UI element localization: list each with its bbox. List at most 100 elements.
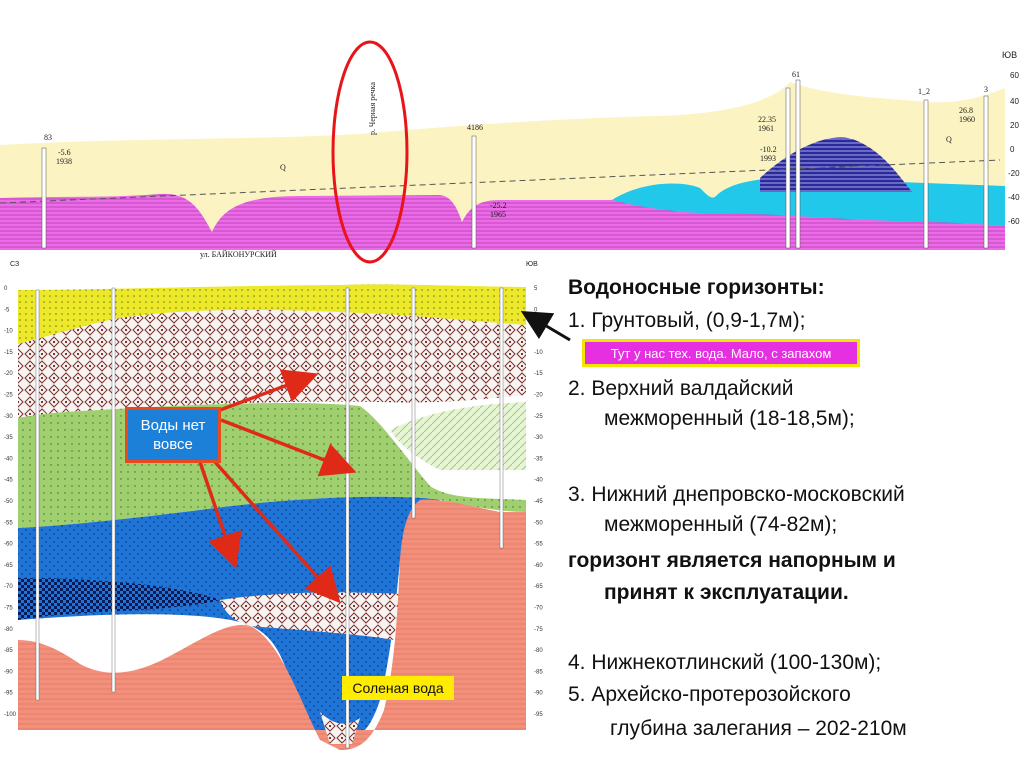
depth-tick: -80 — [4, 627, 13, 633]
aquifer-5-line2: глубина залегания – 202-210м — [610, 717, 907, 740]
depth-tick: -25 — [534, 414, 543, 420]
depth-tick: -5 — [4, 307, 10, 313]
depth-tick: -30 — [4, 414, 13, 420]
depth-tick: -85 — [534, 669, 543, 675]
depth-tick: -70 — [534, 606, 543, 612]
aquifer-3-line2: межморенный (74-82м); — [604, 513, 838, 536]
depth-tick: -55 — [534, 542, 543, 548]
depth-tick: -30 — [534, 435, 543, 441]
red-arrows — [198, 369, 357, 604]
svg-text:-40: -40 — [1008, 193, 1020, 202]
svg-text:22.35: 22.35 — [758, 115, 776, 124]
depth-tick: -100 — [4, 712, 17, 718]
svg-text:60: 60 — [1010, 71, 1019, 80]
pressure-note-line1: горизонт является напорным и — [568, 549, 896, 572]
green-hatch-lens — [390, 402, 526, 470]
svg-text:0: 0 — [1010, 145, 1015, 154]
aquifer-4: 4. Нижнекотлинский (100-130м); — [568, 651, 882, 674]
depth-tick: -50 — [534, 520, 543, 526]
svg-text:1960: 1960 — [959, 115, 975, 124]
bottom-left-direction: СЗ — [10, 261, 19, 268]
diamond-layer — [18, 310, 526, 418]
depth-tick: -5 — [534, 329, 540, 335]
depth-tick: -25 — [4, 393, 13, 399]
diamond-lens-lower — [220, 592, 400, 640]
aquifer-2-line2: межморенный (18-18,5м); — [604, 407, 855, 430]
depth-tick: -75 — [534, 627, 543, 633]
well-1-2-label: 1_2 — [918, 87, 930, 96]
depth-tick: -15 — [4, 350, 13, 356]
well-4186-label: 4186 — [467, 123, 483, 132]
depth-tick: -50 — [4, 499, 13, 505]
depth-tick: -60 — [534, 563, 543, 569]
depth-tick: -35 — [4, 435, 13, 441]
depth-tick: -95 — [534, 712, 543, 718]
svg-text:3: 3 — [984, 85, 988, 94]
svg-text:1993: 1993 — [760, 154, 776, 163]
svg-text:1938: 1938 — [56, 157, 72, 166]
depth-tick: -15 — [534, 371, 543, 377]
depth-tick: 0 — [4, 286, 8, 292]
depth-tick: 5 — [534, 286, 538, 292]
q-label: Q — [280, 163, 286, 172]
yellow-layer — [18, 284, 526, 344]
depth-tick: -40 — [534, 478, 543, 484]
tech-water-callout: Тут у нас тех. вода. Мало, с запахом — [582, 339, 860, 367]
well-61-label: 61 — [792, 70, 800, 79]
bottom-cross-section: СЗ ЮВ 0-5-10-15-20-25-30-35-40-45-50-55-… — [4, 261, 543, 750]
well-83-label: 83 — [44, 133, 52, 142]
aquifer-5-line1: 5. Архейско-протерозойского — [568, 683, 851, 706]
depth-tick: -90 — [534, 691, 543, 697]
bottom-left-depth-scale: 0 -5 -10 -15 -20 -25 -30 -35 -40 -45 -50 -55 -60 -65 -… — [4, 286, 17, 718]
depth-tick: -80 — [534, 648, 543, 654]
bottom-right-direction: ЮВ — [526, 261, 538, 268]
pressure-note-line2: принят к эксплуатации. — [604, 581, 849, 604]
salt-water-callout: Соленая вода — [342, 676, 454, 700]
depth-tick: -10 — [4, 329, 13, 335]
depth-tick: -40 — [4, 456, 13, 462]
depth-tick: -20 — [534, 393, 543, 399]
depth-tick: -45 — [4, 478, 13, 484]
top-depth-scale: 60 40 20 0 -20 -40 -60 — [1008, 71, 1020, 226]
svg-text:-60: -60 — [1008, 217, 1020, 226]
depth-tick: -90 — [4, 669, 13, 675]
svg-text:-25.2: -25.2 — [490, 201, 507, 210]
blue-layer — [18, 496, 440, 740]
svg-text:20: 20 — [1010, 121, 1019, 130]
svg-text:40: 40 — [1010, 97, 1019, 106]
depth-tick: -65 — [4, 563, 13, 569]
svg-text:26.8: 26.8 — [959, 106, 973, 115]
river-highlight-ellipse — [331, 40, 409, 264]
depth-tick: -45 — [534, 499, 543, 505]
top-cross-section: 83 -5.6 1938 4186 -25.2 1965 61 22.35 19… — [0, 40, 1020, 264]
depth-tick: -20 — [4, 371, 13, 377]
top-direction-label: ЮВ — [1002, 50, 1017, 60]
aquifer-1: 1. Грунтовый, (0,9-1,7м); — [568, 309, 806, 332]
black-arrow — [520, 310, 571, 342]
aquifers-heading: Водоносные горизонты: — [568, 276, 825, 299]
depth-tick: -85 — [4, 648, 13, 654]
depth-tick: -75 — [4, 606, 13, 612]
aquifer-2-line1: 2. Верхний валдайский — [568, 377, 794, 400]
svg-text:Q: Q — [946, 135, 952, 144]
depth-tick: -95 — [4, 691, 13, 697]
depth-tick: -10 — [534, 350, 543, 356]
dark-checker-layer — [18, 578, 220, 620]
no-water-callout: Воды нет вовсе — [125, 407, 221, 463]
bottom-right-depth-scale: 5 0 -5 -10 -15 -20 -25 -30 -35 -40 -45 -50 -55 -60 -65… — [534, 286, 543, 718]
svg-text:-5.6: -5.6 — [58, 148, 71, 157]
depth-tick: -35 — [534, 456, 543, 462]
depth-tick: 0 — [534, 307, 538, 313]
depth-tick: -70 — [4, 584, 13, 590]
aquifer-3-line1: 3. Нижний днепровско-московский — [568, 483, 905, 506]
svg-text:1965: 1965 — [490, 210, 506, 219]
water-level-line — [0, 159, 1001, 204]
depth-tick: -55 — [4, 520, 13, 526]
depth-tick: -65 — [534, 584, 543, 590]
depth-tick: -60 — [4, 542, 13, 548]
street-label: ул. БАЙКОНУРСКИЙ — [200, 250, 277, 259]
svg-text:1961: 1961 — [758, 124, 774, 133]
svg-text:-10.2: -10.2 — [760, 145, 777, 154]
dark-diamond-bottom — [320, 712, 360, 744]
